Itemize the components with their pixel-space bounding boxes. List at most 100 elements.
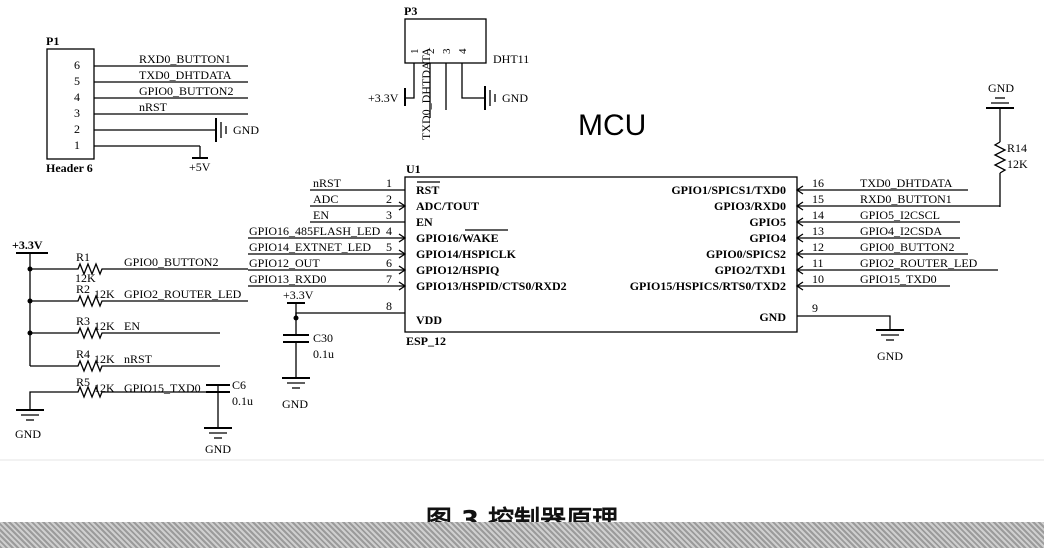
mcu-u1: U1 ESP_12 1 2 3 4 5 6 7 8 RST [248,162,1000,363]
p1-pin-1: 1 [74,138,80,152]
svg-text:GPIO14/HSPICLK: GPIO14/HSPICLK [416,247,517,261]
svg-text:GPIO16/WAKE: GPIO16/WAKE [416,231,499,245]
capacitor-c30: +3.3V C30 0.1u GND [282,288,334,411]
p3-pin-numbers: 1 2 3 4 [409,48,469,54]
svg-text:EN: EN [313,208,329,222]
svg-text:GPIO2_ROUTER_LED: GPIO2_ROUTER_LED [860,256,978,270]
svg-text:13: 13 [812,224,824,238]
c6-gnd-symbol [204,427,232,439]
p3-net-label: TXD0_DHTDATA [419,47,433,140]
svg-text:GPIO3/RXD0: GPIO3/RXD0 [714,199,786,213]
u1-left-pin-names: RST ADC/TOUT EN GPIO16/WAKE GPIO14/HSPIC… [416,181,567,327]
scan-band [0,522,1044,548]
svg-text:15: 15 [812,192,824,206]
c30-ref: C30 [313,331,333,345]
p3-wire-4 [461,63,485,99]
svg-text:R2: R2 [76,282,90,296]
svg-text:R5: R5 [76,375,90,389]
bank-gnd-symbol [16,398,44,421]
svg-text:12K: 12K [94,352,115,366]
p1-net-txd0: TXD0_DHTDATA [139,68,232,82]
svg-text:11: 11 [812,256,824,270]
resistor-bank: +3.3V R1 12K GPIO0_BUTTON2 R2 12K GPIO2_… [12,238,248,441]
svg-text:nRST: nRST [313,176,342,190]
svg-text:14: 14 [812,208,824,222]
svg-text:GPIO16_485FLASH_LED: GPIO16_485FLASH_LED [249,224,381,238]
u1-gnd-label: GND [877,349,903,363]
svg-text:EN: EN [124,319,140,333]
diagram-title: MCU [578,109,646,142]
svg-text:9: 9 [812,301,818,315]
u1-right-pin-numbers: 16 15 14 13 12 11 10 9 [812,176,824,315]
p3-gnd-symbol [484,86,496,110]
r14-body [993,141,1007,174]
resistor-r2: R2 12K GPIO2_ROUTER_LED [30,282,248,308]
p1-pin-5: 5 [74,74,80,88]
svg-text:GPIO15/HSPICS/RTS0/TXD2: GPIO15/HSPICS/RTS0/TXD2 [630,279,786,293]
svg-text:GPIO14_EXTNET_LED: GPIO14_EXTNET_LED [249,240,371,254]
svg-text:RXD0_BUTTON1: RXD0_BUTTON1 [860,192,952,206]
u1-left-nets: nRST ADC EN GPIO16_485FLASH_LED GPIO14_E… [249,176,381,286]
svg-text:RST: RST [416,183,439,197]
bank-vcc-label: +3.3V [12,238,43,252]
u1-gnd-symbol [876,329,904,341]
p1-pin-3: 3 [74,106,80,120]
svg-text:12K: 12K [94,381,115,395]
r14-gnd-symbol [986,97,1014,109]
p1-vcc-label: +5V [189,160,211,174]
p3-gnd-label: GND [502,91,528,105]
bank-gnd-label: GND [15,427,41,441]
resistor-r5: R5 12K GPIO15_TXD0 [29,375,218,399]
p1-name: Header 6 [46,161,93,175]
svg-text:nRST: nRST [124,352,153,366]
u1-left-pin-numbers: 1 2 3 4 5 6 7 8 [386,176,392,313]
c30-gnd-symbol [282,377,310,389]
svg-text:GPIO13/HSPID/CTS0/RXD2: GPIO13/HSPID/CTS0/RXD2 [416,279,567,293]
svg-text:GPIO4_I2CSDA: GPIO4_I2CSDA [860,224,942,238]
resistor-r4: R4 12K nRST [30,347,220,373]
svg-text:12K: 12K [94,287,115,301]
p3-body [404,18,487,64]
c30-junction [293,315,299,321]
r14-value: 12K [1007,157,1028,171]
resistor-r1: R1 12K GPIO0_BUTTON2 [30,250,248,285]
svg-text:1: 1 [409,49,421,55]
r14-ref: R14 [1007,141,1027,155]
capacitor-c6: C6 0.1u GND [204,378,253,456]
svg-text:GND: GND [759,310,786,324]
svg-text:GPIO4: GPIO4 [749,231,786,245]
p3-name: DHT11 [493,52,529,66]
c30-vcc-label: +3.3V [283,288,314,302]
p3-vcc-label: +3.3V [368,91,399,105]
svg-text:6: 6 [386,256,392,270]
svg-text:R3: R3 [76,314,90,328]
p3-wire-1 [405,63,415,99]
svg-text:R4: R4 [76,347,90,361]
p1-pin-4: 4 [74,90,80,104]
svg-text:12K: 12K [75,271,96,285]
r14-gnd-label: GND [988,81,1014,95]
svg-text:5: 5 [386,240,392,254]
p1-gnd-label: GND [233,123,259,137]
resistor-r14: GND R14 12K [986,81,1028,207]
svg-text:R1: R1 [76,250,90,264]
svg-text:GPIO1/SPICS1/TXD0: GPIO1/SPICS1/TXD0 [671,183,786,197]
p1-net-rxd0: RXD0_BUTTON1 [139,52,231,66]
header-p1: P1 Header 6 6 5 4 3 2 1 RXD0_BUTTON1 TXD… [46,34,259,175]
svg-text:10: 10 [812,272,824,286]
p1-pin-2: 2 [74,122,80,136]
svg-text:ADC: ADC [313,192,338,206]
svg-text:12: 12 [812,240,824,254]
c30-gnd-label: GND [282,397,308,411]
svg-text:EN: EN [416,215,433,229]
svg-text:GPIO2/TXD1: GPIO2/TXD1 [715,263,786,277]
svg-text:GPIO12_OUT: GPIO12_OUT [249,256,320,270]
svg-text:16: 16 [812,176,824,190]
p1-ref: P1 [46,34,59,48]
sensor-p3: P3 DHT11 1 2 3 4 +3.3V TXD0_DHTDATA GND [368,4,529,140]
c6-gnd-label: GND [205,442,231,456]
u1-right-pin-names: GPIO1/SPICS1/TXD0 GPIO3/RXD0 GPIO5 GPIO4… [630,183,787,324]
c6-value: 0.1u [232,394,253,408]
svg-text:8: 8 [386,299,392,313]
